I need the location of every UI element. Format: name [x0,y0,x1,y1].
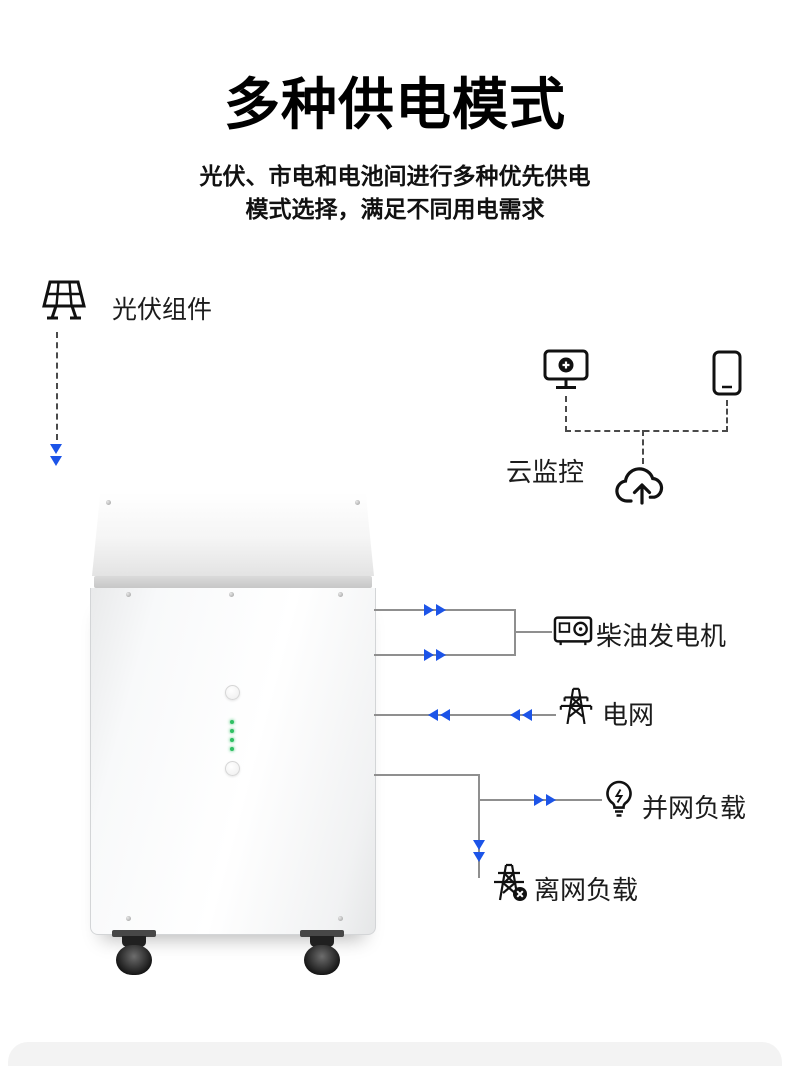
cloud-upload-icon [614,462,670,508]
arrow-down-icon [50,444,62,466]
screw-dot [106,500,111,505]
status-led [230,720,234,724]
status-led [230,738,234,742]
next-section-band [8,1042,782,1066]
load-line-out [374,774,480,776]
arrow-right-icon [424,649,446,661]
load-line-drop [478,774,480,878]
arrow-left-icon [428,709,450,721]
arrow-left-icon [510,709,532,721]
offgrid-load-label: 离网负载 [534,875,639,905]
screw-dot [338,916,343,921]
caster-wheel [108,930,160,978]
page-title: 多种供电模式 [224,73,566,136]
diesel-generator-icon [552,610,594,648]
status-led [230,747,234,751]
status-led [230,729,234,733]
screw-dot [229,592,234,597]
cloud-monitor-label: 云监控 [506,457,585,487]
device-indicator-button [225,761,240,776]
screw-dot [126,916,131,921]
arrow-down-icon [473,840,485,862]
smartphone-icon [712,350,742,396]
screw-dot [126,592,131,597]
screw-dot [355,500,360,505]
phone-connector-line [726,400,728,432]
pv-connector-line [56,332,58,440]
generator-line-stub [514,631,552,633]
monitor-connector-line [565,396,567,432]
solar-panel-icon [38,276,90,324]
generator-label: 柴油发电机 [596,621,727,651]
grid-label: 电网 [602,700,655,730]
arrow-right-icon [534,794,556,806]
lightbulb-icon [602,780,636,820]
cloud-connector-line [565,430,728,432]
device-lid [92,492,374,576]
caster-wheel [296,930,348,978]
screw-dot [338,592,343,597]
subtitle-line-2: 模式选择，满足不同用电需求 [245,196,545,222]
power-tower-icon [558,686,594,724]
device-lid-lip [94,576,372,588]
cloud-connector-drop-line [642,430,644,464]
monitor-plus-icon [543,348,589,392]
tower-off-icon [490,862,530,902]
pv-label: 光伏组件 [112,296,213,324]
page-subtitle: 光伏、市电和电池间进行多种优先供电 模式选择，满足不同用电需求 [0,160,790,226]
subtitle-line-1: 光伏、市电和电池间进行多种优先供电 [199,163,591,189]
grid-line [374,714,556,716]
arrow-right-icon [424,604,446,616]
ongrid-load-label: 并网负载 [642,793,747,823]
device-power-button [225,685,240,700]
